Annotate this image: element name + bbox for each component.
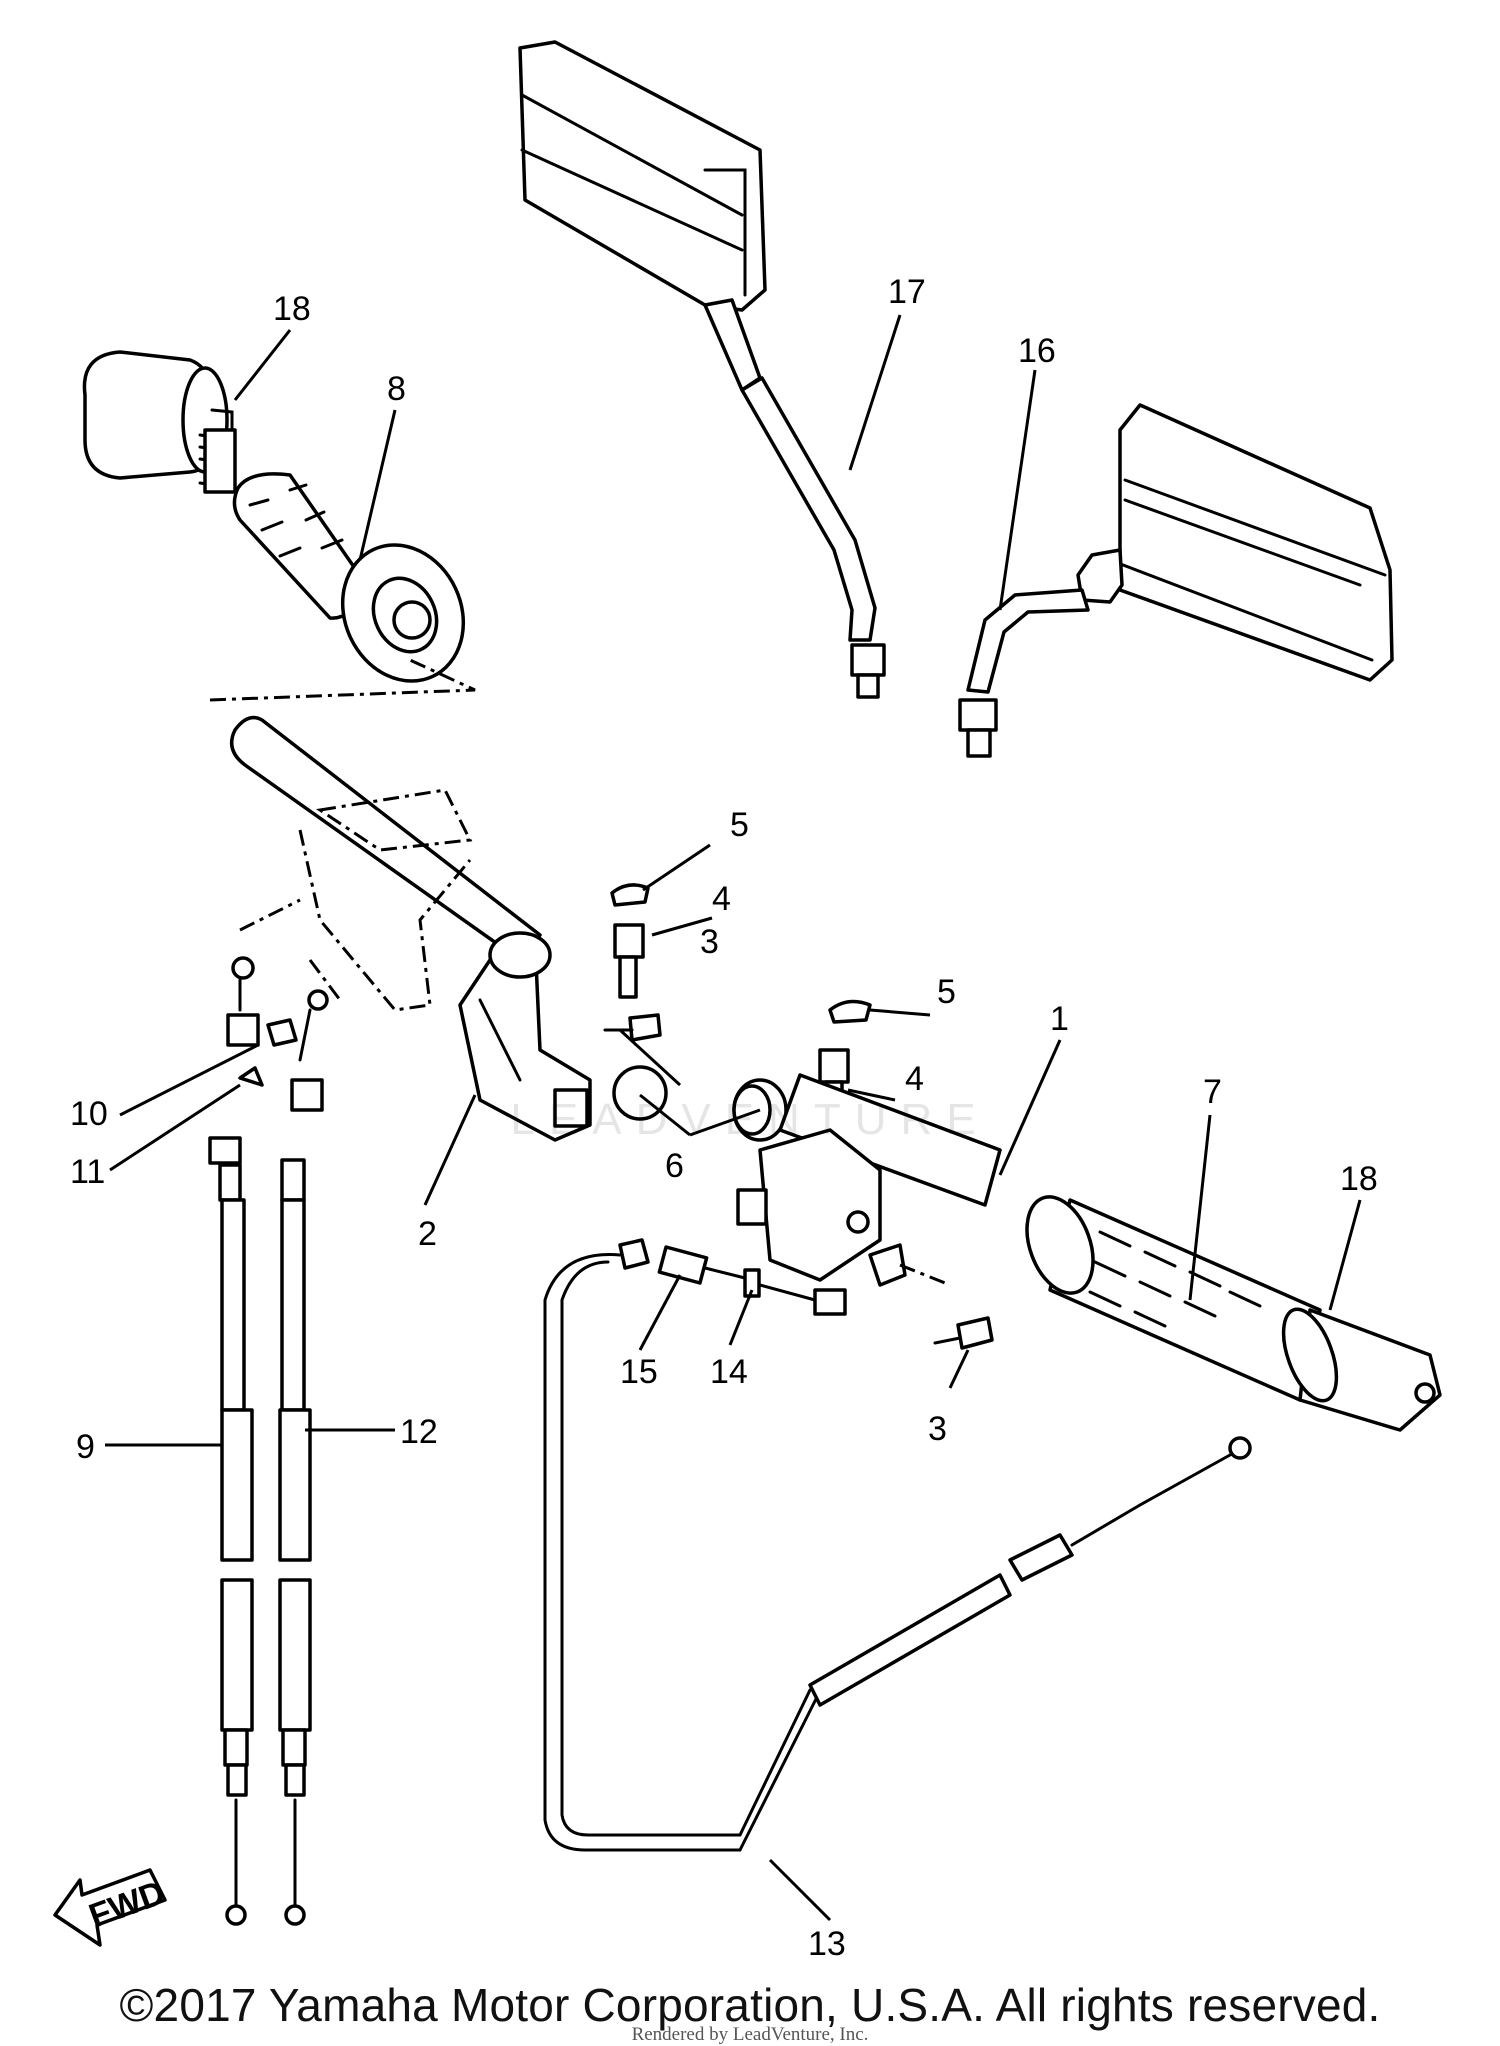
brand-watermark: LEADVENTURE (510, 1095, 990, 1144)
lever-holder (458, 931, 592, 1142)
callout-17: 17 (888, 273, 926, 311)
callout-16: 16 (1018, 332, 1056, 370)
callout-3-upper: 3 (700, 923, 719, 961)
callout-18-right: 18 (1340, 1160, 1378, 1198)
callout-8: 8 (387, 370, 406, 408)
callout-11: 11 (70, 1153, 105, 1191)
callout-18-left: 18 (273, 290, 311, 328)
bolt-lower (933, 1316, 994, 1350)
fastener-set-left (603, 883, 662, 1042)
callout-10: 10 (70, 1095, 108, 1133)
callout-9: 9 (76, 1428, 95, 1466)
callout-5-right: 5 (937, 973, 956, 1011)
callout-15: 15 (620, 1353, 658, 1391)
callout-5-left: 5 (730, 806, 749, 844)
rendered-by-notice: Rendered by LeadVenture, Inc. (631, 2024, 869, 2045)
callout-1: 1 (1050, 1000, 1069, 1038)
callout-2: 2 (418, 1215, 437, 1253)
callout-3-lower: 3 (928, 1410, 947, 1448)
callout-4-right: 4 (905, 1060, 924, 1098)
callout-12: 12 (400, 1413, 438, 1451)
callout-14: 14 (710, 1353, 748, 1391)
mirror-right (958, 403, 1394, 758)
bar-end-left (82, 350, 237, 494)
leader-lines (105, 314, 1362, 1922)
copyright-notice: ©2017 Yamaha Motor Corporation, U.S.A. A… (119, 1979, 1381, 2031)
throttle-assembly (736, 1073, 1442, 1432)
assembly-line-grip (209, 658, 476, 702)
callout-13: 13 (808, 1925, 846, 1963)
grip-left (232, 472, 466, 683)
mirror-left (518, 40, 886, 699)
callout-7: 7 (1203, 1073, 1222, 1111)
callout-4-left: 4 (712, 880, 731, 918)
fwd-arrow: FWD (53, 1868, 170, 1947)
cables-9-12 (208, 956, 329, 1926)
callout-6: 6 (665, 1147, 684, 1185)
cable-13 (543, 1238, 1252, 1852)
handlebar (229, 715, 542, 1012)
